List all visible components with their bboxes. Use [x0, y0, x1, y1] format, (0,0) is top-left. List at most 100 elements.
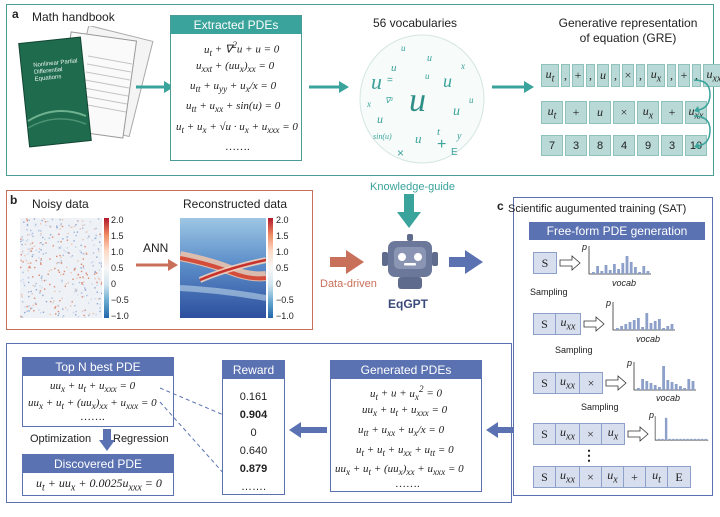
- reconstructed-data-plot: [180, 218, 266, 318]
- noise-dot: [43, 218, 45, 220]
- noise-dot: [79, 276, 81, 279]
- noise-dot: [92, 261, 94, 263]
- noise-dot: [71, 243, 73, 245]
- noise-dot: [66, 247, 68, 249]
- noise-dot: [95, 272, 98, 274]
- noise-dot: [71, 226, 73, 228]
- noise-dot: [39, 285, 41, 287]
- noise-dot: [27, 262, 29, 265]
- noise-dot: [75, 290, 78, 292]
- reward-value: 0.161: [239, 391, 268, 403]
- extracted-eq-4: utt + uxx + sin(u) = 0: [186, 100, 281, 115]
- vocab-axis-label: vocab: [656, 393, 681, 403]
- noise-dot: [39, 242, 41, 244]
- noise-dot: [22, 278, 24, 281]
- noise-dot: [100, 264, 102, 266]
- distribution-bar: [704, 438, 707, 441]
- regression-label: Regression: [113, 433, 169, 445]
- noise-dot: [22, 261, 24, 263]
- noise-dot: [29, 252, 31, 255]
- noise-dot: [30, 250, 33, 252]
- noise-dot: [27, 270, 29, 272]
- noise-dot: [83, 224, 86, 226]
- distribution-bar: [645, 381, 649, 390]
- noise-dot: [78, 295, 80, 297]
- noise-dot: [22, 250, 24, 252]
- distribution-bar: [682, 438, 686, 441]
- noise-dot: [83, 281, 85, 283]
- reward-box: Reward: [222, 360, 285, 495]
- noise-dot: [23, 281, 25, 284]
- distribution-bar: [658, 387, 661, 390]
- noise-dot: [32, 284, 34, 287]
- distribution-bar: [604, 265, 608, 274]
- generated-eq-3: utt + uxx + ux/x = 0: [358, 424, 445, 439]
- noise-dot: [32, 288, 35, 291]
- noise-dot: [98, 278, 101, 281]
- noise-dot: [54, 256, 56, 258]
- optimization-label: Optimization: [30, 433, 92, 445]
- distribution-bar: [624, 324, 628, 330]
- distribution-bar: [621, 263, 625, 274]
- arrow-optimization: [99, 429, 115, 451]
- distribution-bar: [691, 381, 695, 390]
- noise-dot: [33, 310, 35, 312]
- noise-dot: [81, 308, 83, 310]
- noise-dot: [53, 246, 56, 248]
- noise-dot: [101, 265, 103, 268]
- noise-dot: [35, 289, 38, 291]
- noise-dot: [100, 244, 103, 246]
- noise-dot: [96, 242, 99, 245]
- noise-dot: [82, 253, 84, 255]
- noise-dot: [41, 279, 43, 282]
- noise-dot: [68, 224, 70, 227]
- noise-dot: [66, 288, 68, 290]
- colorbar-tick: −0.5: [111, 295, 129, 305]
- distribution-bar: [658, 319, 661, 330]
- noise-dot: [68, 231, 70, 233]
- noise-dot: [78, 281, 81, 284]
- noise-dot: [40, 262, 42, 264]
- sequence-token: uxx: [556, 373, 580, 393]
- noise-dot: [21, 252, 23, 254]
- noise-dot: [42, 236, 44, 239]
- noise-dot: [20, 266, 22, 269]
- noisy-data-plot: [20, 218, 104, 319]
- generated-pdes-header: Generated PDEs: [331, 361, 481, 379]
- svg-text:x: x: [460, 61, 465, 71]
- noise-dot: [34, 225, 36, 227]
- noise-dot: [40, 223, 42, 225]
- sequence-token: ut: [646, 467, 668, 487]
- noise-dot: [45, 252, 47, 254]
- noise-dot: [82, 258, 84, 260]
- noise-dot: [35, 249, 37, 251]
- noise-dot: [100, 254, 102, 257]
- distribution-bar: [674, 384, 678, 390]
- noise-dot: [75, 245, 78, 247]
- noise-dot: [45, 300, 48, 303]
- noise-dot: [61, 219, 64, 221]
- noise-dot: [49, 226, 52, 228]
- noise-dot: [28, 238, 31, 240]
- noise-dot: [95, 229, 97, 232]
- noise-dot: [32, 254, 34, 256]
- noise-dot: [58, 271, 61, 273]
- noise-dot: [67, 232, 69, 235]
- noise-dot: [61, 316, 64, 319]
- svg-text:=: =: [387, 75, 393, 86]
- noise-dot: [40, 230, 42, 232]
- gre-index-cell: 8: [589, 135, 611, 156]
- noise-dot: [73, 268, 76, 271]
- noise-dot: [58, 312, 60, 315]
- reward-header: Reward: [223, 361, 284, 379]
- distribution-bar: [642, 266, 646, 274]
- noise-dot: [40, 232, 42, 235]
- arrow-step-3: [605, 375, 627, 391]
- noise-dot: [26, 224, 29, 227]
- gre-index-cell: 10: [685, 135, 707, 156]
- noise-dot: [80, 292, 83, 294]
- discovered-pde-box: Discovered PDE: [22, 454, 174, 496]
- ann-label: ANN: [143, 241, 169, 255]
- noise-dot: [98, 262, 101, 264]
- top-n-eq-2: uux + ut + (uux)xx + uxxx = 0: [28, 397, 157, 412]
